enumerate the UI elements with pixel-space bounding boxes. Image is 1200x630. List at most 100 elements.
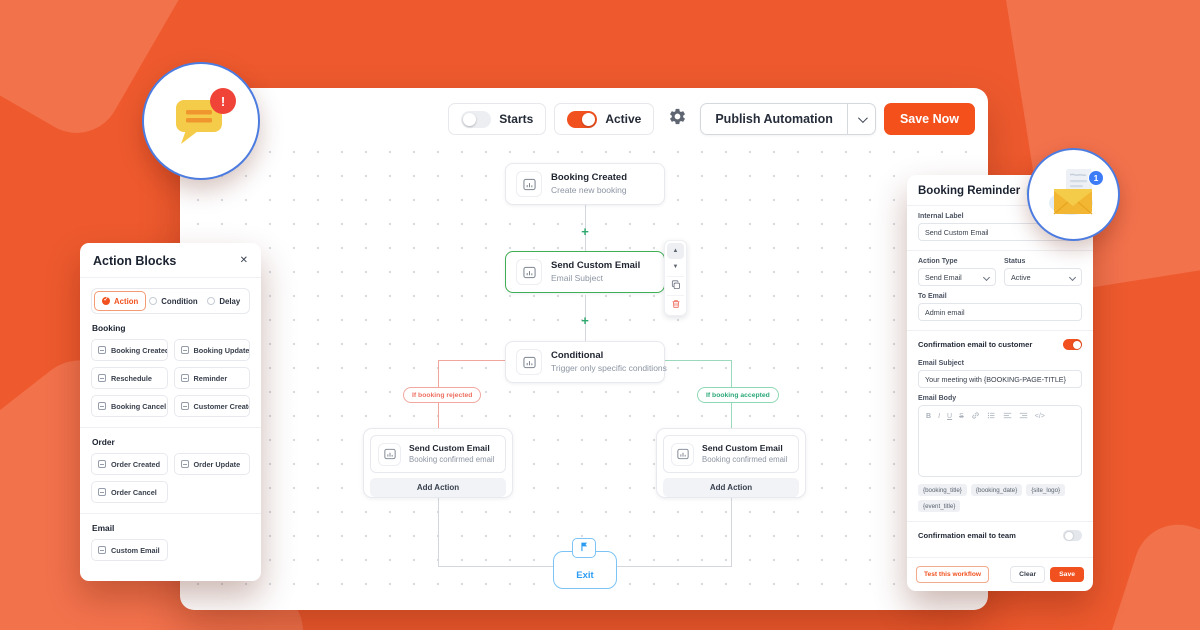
duplicate-node-button[interactable] xyxy=(667,278,684,294)
action-block-order-update[interactable]: Order Update xyxy=(173,453,250,475)
list-icon[interactable] xyxy=(987,411,996,422)
block-label: Order Created xyxy=(111,459,161,469)
action-block-reschedule[interactable]: Reschedule xyxy=(91,367,168,389)
workflow-canvas[interactable]: Starts Active Publish Automation Save No… xyxy=(180,88,988,610)
block-label: Booking Update xyxy=(193,345,250,355)
branch-label-accepted: If booking accepted xyxy=(697,387,779,403)
save-now-button[interactable]: Save Now xyxy=(883,103,975,135)
close-icon[interactable]: ✕ xyxy=(239,255,248,266)
filter-label: Delay xyxy=(219,296,241,306)
branch-label-rejected: If booking rejected xyxy=(403,387,482,403)
action-type-value: Send Email xyxy=(925,272,962,282)
align-right-icon[interactable] xyxy=(1019,411,1028,422)
publish-automation-button[interactable]: Publish Automation xyxy=(700,103,876,135)
node-icon xyxy=(671,442,694,466)
action-block-custom-email[interactable]: Custom Email xyxy=(91,539,168,561)
radio-checked-icon xyxy=(102,296,111,305)
tag-booking-title[interactable]: {booking_title} xyxy=(918,484,967,496)
filter-condition[interactable]: Condition xyxy=(148,289,198,313)
action-block-reminder[interactable]: Reminder xyxy=(173,367,250,389)
add-step-button[interactable]: + xyxy=(581,223,589,239)
tag-site-logo[interactable]: {site_logo} xyxy=(1026,484,1066,496)
team-toggle-label: Confirmation email to team xyxy=(918,531,1016,540)
filter-action[interactable]: Action xyxy=(94,291,147,311)
divider xyxy=(80,513,261,514)
notification-badge: 1 xyxy=(1088,170,1104,186)
block-icon xyxy=(98,460,106,468)
code-icon[interactable]: </> xyxy=(1034,413,1045,420)
connector-line xyxy=(731,498,733,567)
tag-booking-date[interactable]: {booking_date} xyxy=(970,484,1023,496)
node-send-custom-email[interactable]: Send Custom Email Email Subject xyxy=(505,251,665,293)
action-block-customer-created[interactable]: Customer Created xyxy=(173,395,250,417)
panel-title: Booking Reminder xyxy=(918,185,1021,197)
block-label: Booking Cancel xyxy=(111,401,167,411)
node-booking-created[interactable]: Booking Created Create new booking xyxy=(505,163,665,205)
node-subtitle: Trigger only specific conditions xyxy=(551,362,667,373)
node-conditional[interactable]: Conditional Trigger only specific condit… xyxy=(505,341,667,383)
node-branch-right-email[interactable]: Send Custom Email Booking confirmed emai… xyxy=(663,435,799,473)
team-email-toggle[interactable] xyxy=(1063,530,1082,541)
section-heading-booking: Booking xyxy=(92,323,126,333)
status-label: Status xyxy=(1004,258,1026,265)
align-left-icon[interactable] xyxy=(1003,411,1012,422)
trash-icon xyxy=(671,299,681,311)
action-type-select[interactable]: Send Email xyxy=(918,268,996,286)
move-down-button[interactable]: ▼ xyxy=(667,259,684,275)
publish-dropdown-toggle[interactable] xyxy=(846,104,875,134)
node-title: Booking Created xyxy=(551,172,628,184)
add-action-button[interactable]: Add Action xyxy=(370,478,506,497)
clear-button[interactable]: Clear xyxy=(1010,566,1046,583)
arrow-up-icon: ▲ xyxy=(672,248,679,254)
underline-icon[interactable]: U xyxy=(947,413,953,420)
test-workflow-button[interactable]: Test this workflow xyxy=(916,566,990,583)
email-body-label: Email Body xyxy=(918,395,957,402)
bold-icon[interactable]: B xyxy=(926,413,932,420)
tag-event-title[interactable]: {event_title} xyxy=(918,500,961,512)
block-label: Order Cancel xyxy=(111,487,157,497)
section-heading-order: Order xyxy=(92,437,115,447)
action-block-order-created[interactable]: Order Created xyxy=(91,453,168,475)
connector-line xyxy=(585,205,587,251)
save-button[interactable]: Save xyxy=(1050,567,1084,582)
link-icon[interactable] xyxy=(971,411,980,422)
move-up-button[interactable]: ▲ xyxy=(667,243,684,259)
starts-toggle-group: Starts xyxy=(448,103,547,135)
italic-icon[interactable]: I xyxy=(938,413,941,420)
block-icon xyxy=(180,346,189,354)
strikethrough-icon[interactable]: S xyxy=(959,413,964,420)
customer-email-toggle[interactable] xyxy=(1063,339,1082,350)
node-branch-left-email[interactable]: Send Custom Email Booking confirmed emai… xyxy=(370,435,506,473)
settings-button[interactable] xyxy=(662,104,692,134)
email-subject-input[interactable]: Your meeting with {BOOKING-PAGE-TITLE} xyxy=(918,370,1082,388)
divider xyxy=(907,205,1093,206)
node-icon xyxy=(516,171,542,197)
add-step-button[interactable]: + xyxy=(581,312,589,328)
action-block-booking-created[interactable]: Booking Created xyxy=(91,339,168,361)
block-label: Reminder xyxy=(193,373,228,383)
node-actions-toolbar: ▲ ▼ xyxy=(664,240,687,316)
block-icon xyxy=(98,488,106,496)
active-toggle[interactable] xyxy=(567,110,598,128)
add-action-button[interactable]: Add Action xyxy=(663,478,799,497)
starts-label: Starts xyxy=(499,112,534,126)
action-block-order-cancel[interactable]: Order Cancel xyxy=(91,481,168,503)
status-select[interactable]: Active xyxy=(1004,268,1082,286)
connector-line xyxy=(585,295,587,341)
delete-node-button[interactable] xyxy=(667,297,684,313)
customer-toggle-label: Confirmation email to customer xyxy=(918,340,1033,349)
radio-icon xyxy=(207,297,216,305)
to-email-input[interactable]: Admin email xyxy=(918,303,1082,321)
connector-line-rejected xyxy=(438,360,505,362)
node-icon xyxy=(516,259,542,285)
node-title: Conditional xyxy=(551,350,604,362)
block-label: Reschedule xyxy=(111,373,152,383)
email-body-editor[interactable]: B I U S </> xyxy=(918,405,1082,477)
action-block-booking-cancel[interactable]: Booking Cancel xyxy=(91,395,168,417)
flag-icon xyxy=(579,539,590,557)
filter-delay[interactable]: Delay xyxy=(199,289,249,313)
block-label: Order Update xyxy=(193,459,241,469)
active-toggle-group: Active xyxy=(554,103,655,135)
starts-toggle[interactable] xyxy=(461,110,492,128)
action-block-booking-update[interactable]: Booking Update xyxy=(173,339,250,361)
